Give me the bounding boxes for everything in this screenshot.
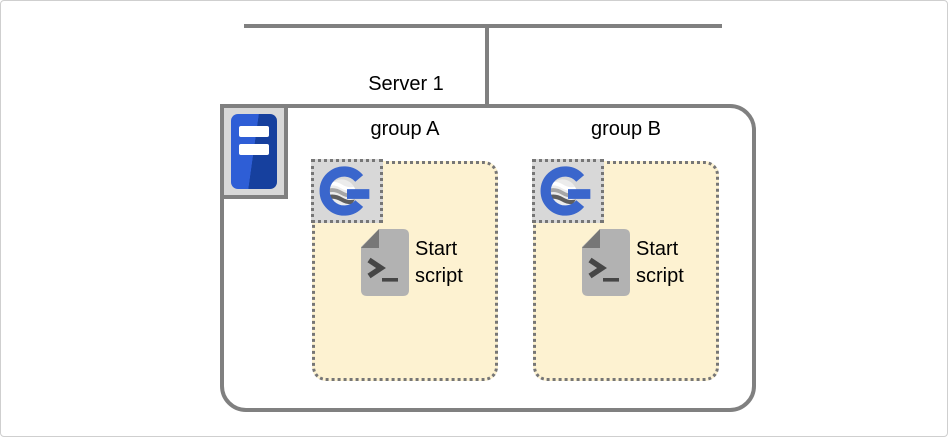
server-label: Server 1 <box>368 73 444 95</box>
group-a-label: group A <box>370 118 440 140</box>
server-drive-slot <box>239 144 269 155</box>
server-connector-line <box>485 24 489 106</box>
process-group-a: group A Start script <box>311 118 498 381</box>
start-script-icon <box>582 229 630 296</box>
glassfish-logo-icon <box>532 159 604 223</box>
group-b-label: group B <box>590 118 662 140</box>
glassfish-logo-icon <box>311 159 383 223</box>
process-group-b: group B Start script <box>532 118 719 381</box>
start-script-icon <box>361 229 409 296</box>
glassfish-logo-graphic <box>540 166 591 216</box>
start-script-label: Start script <box>636 238 684 287</box>
server-icon <box>220 104 288 199</box>
server-drive-slot <box>239 126 269 137</box>
start-script-label: Start script <box>415 238 463 287</box>
glassfish-logo-graphic <box>319 166 370 216</box>
network-bus-line <box>244 24 722 28</box>
server-chassis-icon <box>231 114 277 189</box>
